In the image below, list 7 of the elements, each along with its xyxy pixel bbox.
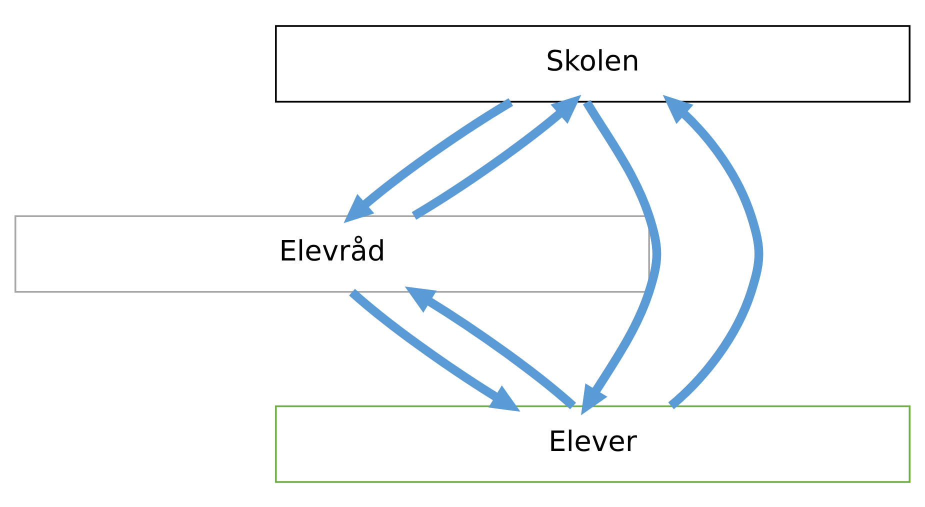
node-box: Elever [275, 404, 910, 482]
arrow [344, 98, 514, 223]
node-box: Elevråd [14, 214, 650, 292]
node-box: Skolen [275, 24, 910, 102]
arrow [349, 288, 520, 412]
arrow [662, 94, 764, 409]
arrow [412, 94, 582, 220]
